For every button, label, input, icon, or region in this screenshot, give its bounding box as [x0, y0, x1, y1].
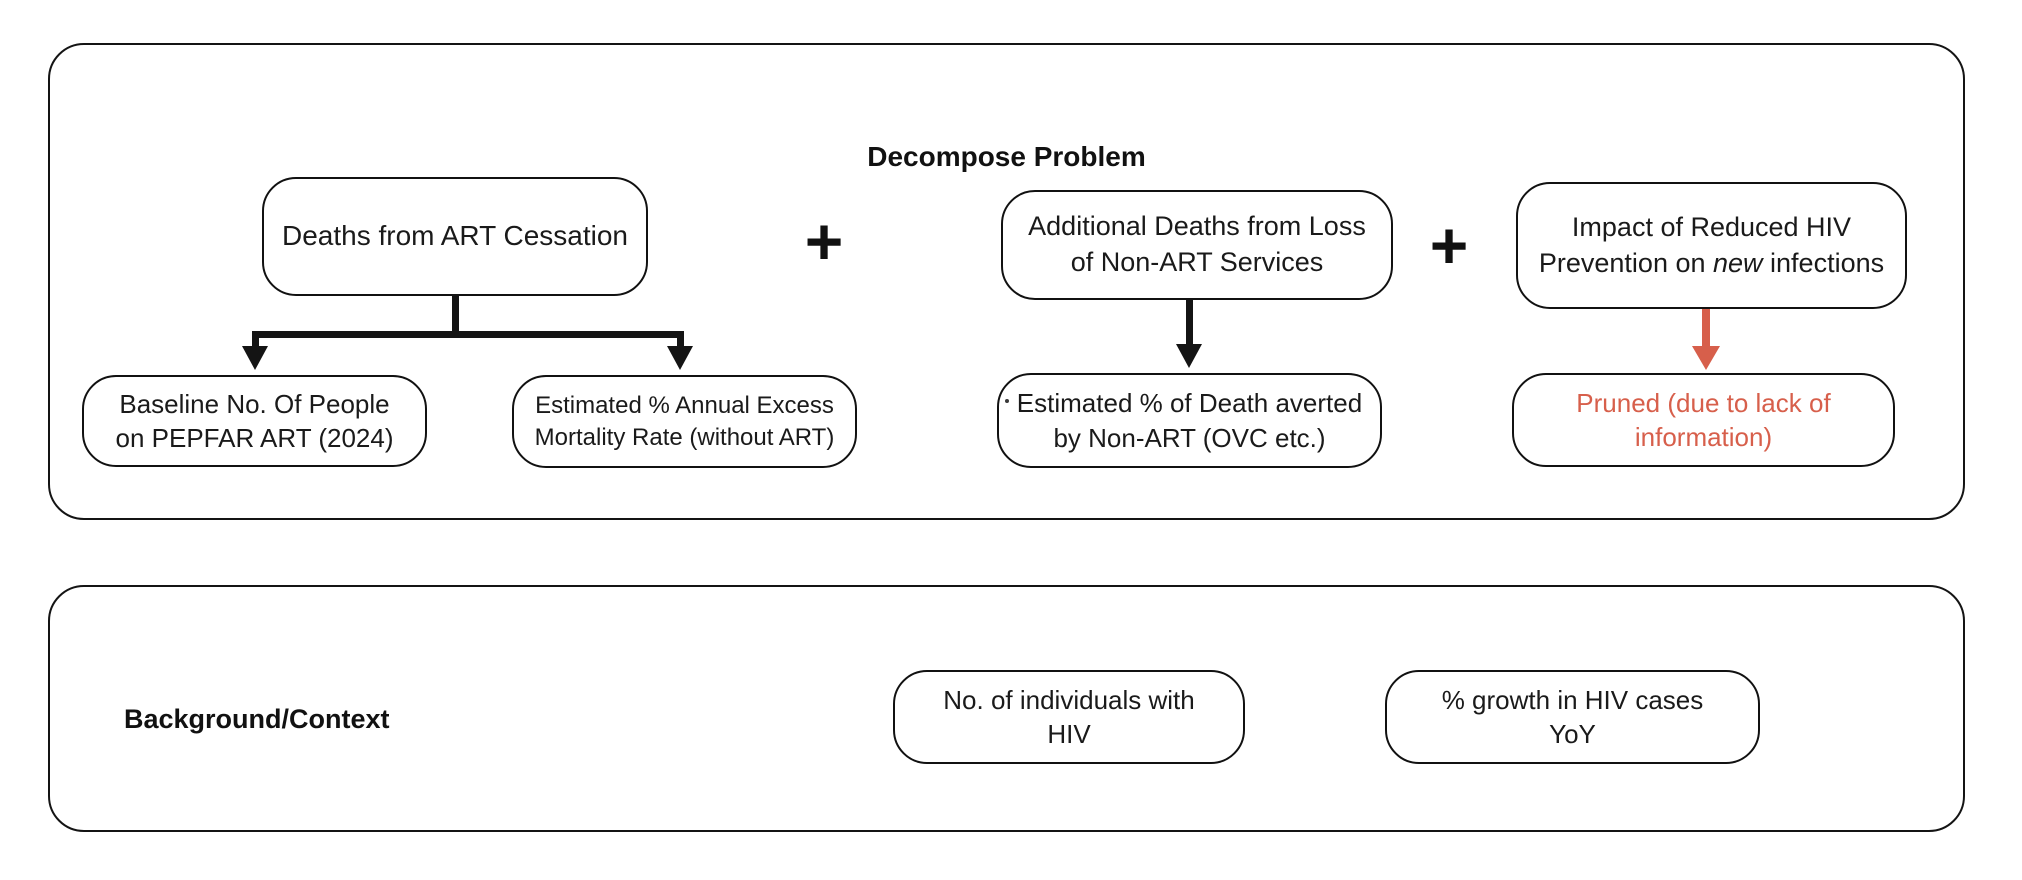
- arrow-down-red-icon: [1692, 346, 1720, 370]
- node-label-line2: YoY: [1549, 719, 1596, 749]
- node-label-line2: Prevention on new infections: [1539, 246, 1884, 282]
- node-baseline-people-pepfar: Baseline No. Of People on PEPFAR ART (20…: [82, 375, 427, 467]
- stray-dot: [1005, 399, 1009, 403]
- branch-stem-line: [452, 294, 459, 333]
- node-growth-hiv-cases-yoy: % growth in HIV cases YoY: [1385, 670, 1760, 764]
- node-label-line1: Estimated % of Death averted: [1016, 388, 1363, 419]
- label-segment: Prevention on: [1538, 247, 1713, 278]
- node-label-line1: % growth in HIV cases: [1441, 684, 1704, 715]
- node-individuals-with-hiv: No. of individuals with HIV: [893, 670, 1245, 764]
- branch-right-stub-line: [677, 331, 684, 348]
- branch-horizontal-line: [252, 331, 684, 338]
- node-label-line1: Estimated % Annual Excess: [535, 391, 834, 419]
- branch-left-stub-line: [252, 331, 259, 348]
- middle-arrow-line: [1186, 300, 1193, 348]
- node-impact-reduced-hiv-prevention: Impact of Reduced HIV Prevention on new …: [1516, 182, 1907, 309]
- pruned-arrow-line: [1702, 309, 1710, 350]
- node-pruned: Pruned (due to lack of information): [1512, 373, 1895, 467]
- arrow-down-icon: [242, 346, 268, 370]
- node-excess-mortality-rate: Estimated % Annual Excess Mortality Rate…: [512, 375, 857, 468]
- node-death-averted-non-art: Estimated % of Death averted by Non-ART …: [997, 373, 1382, 468]
- node-additional-deaths-non-art: Additional Deaths from Loss of Non-ART S…: [1001, 190, 1393, 300]
- node-label-line1: Impact of Reduced HIV: [1571, 211, 1852, 242]
- node-label-line1: No. of individuals with: [943, 684, 1195, 715]
- node-label-line2: by Non-ART (OVC etc.): [1053, 422, 1326, 453]
- label-segment: infections: [1762, 247, 1885, 278]
- node-deaths-from-art-cessation: Deaths from ART Cessation: [262, 177, 648, 296]
- arrow-down-icon: [1176, 344, 1202, 368]
- node-label-line1: Baseline No. Of People: [119, 388, 390, 419]
- node-label-line2: of Non-ART Services: [1070, 247, 1324, 277]
- node-label-line2: information): [1634, 422, 1773, 452]
- node-label-line2: Mortality Rate (without ART): [534, 423, 835, 451]
- label-segment-italic: new: [1713, 247, 1763, 278]
- node-label-line2: on PEPFAR ART (2024): [115, 423, 394, 453]
- node-label-line2: HIV: [1047, 719, 1091, 749]
- section-title: Decompose Problem: [867, 141, 1146, 172]
- node-label-line1: Pruned (due to lack of: [1576, 387, 1831, 418]
- node-label: Deaths from ART Cessation: [281, 220, 628, 252]
- node-label-line1: Additional Deaths from Loss: [1028, 211, 1366, 242]
- background-context-label: Background/Context: [124, 704, 390, 734]
- plus-operator-icon: +: [1429, 208, 1469, 282]
- arrow-down-icon: [667, 346, 693, 370]
- plus-operator-icon: +: [804, 204, 844, 278]
